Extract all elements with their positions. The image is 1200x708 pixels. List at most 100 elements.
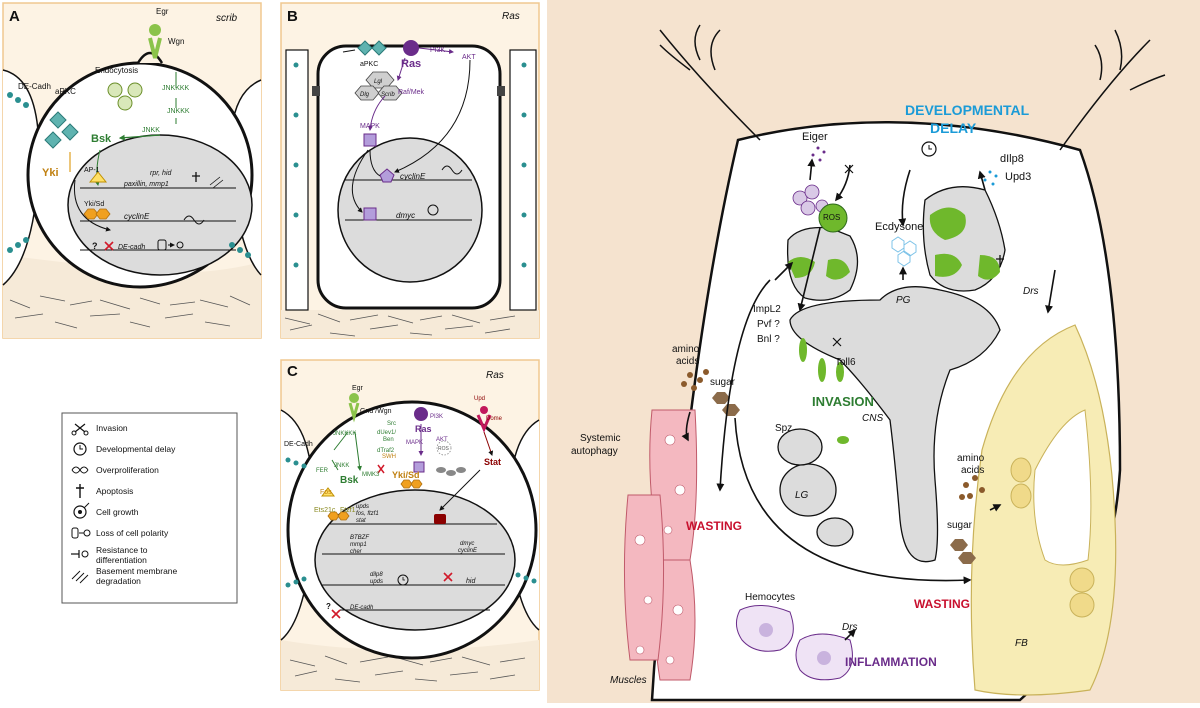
panel-c-mmk3: MMK3 bbox=[362, 472, 380, 478]
panel-a-de-cadh: DE-Cadh bbox=[18, 82, 51, 91]
larva-impl2: ImpL2 bbox=[753, 304, 781, 315]
apoptosis-icon bbox=[192, 172, 200, 182]
panel-b: B Ras aPKC Ras PI3K AKT Lgl Dlg Scrib Ra… bbox=[280, 2, 540, 339]
delay-clock-icon bbox=[921, 141, 937, 157]
panel-c-fer: FER bbox=[316, 468, 329, 474]
panel-c-jnkkkk: JNKKKK bbox=[333, 431, 356, 437]
panel-c-dome: Dome bbox=[486, 416, 503, 422]
dmyc-square-b bbox=[363, 207, 377, 221]
tumor-patches bbox=[788, 207, 1000, 280]
bm-degradation-icon bbox=[209, 176, 224, 189]
larva-dev-delay-2: DELAY bbox=[930, 120, 977, 136]
panel-c-yki-sd: Yki/Sd bbox=[392, 470, 420, 480]
panel-c-fos-ftzf1: fos, ftzf1 bbox=[356, 511, 379, 517]
panel-b-mapk: MAPK bbox=[360, 123, 380, 130]
stat-target-box bbox=[434, 514, 446, 524]
larva-ecdysone: Ecdysone bbox=[875, 221, 923, 233]
larva-eiger: Eiger bbox=[802, 131, 828, 143]
basement-membrane-c bbox=[289, 655, 526, 683]
larva-sugar-2: sugar bbox=[947, 520, 973, 531]
panel-a-question: ? bbox=[92, 241, 98, 251]
scissors-icon bbox=[71, 423, 89, 436]
delay-clock-icon-c bbox=[397, 574, 409, 586]
legend-label: Apoptosis bbox=[96, 486, 133, 496]
panel-c-genotype: Ras bbox=[486, 370, 504, 381]
polarity-icon bbox=[157, 239, 167, 251]
panel-b-letter: B bbox=[287, 8, 298, 25]
panel-b-pi3k: PI3K bbox=[430, 47, 446, 54]
larva-cns: CNS bbox=[862, 413, 883, 424]
panel-c-pi3k: PI3K bbox=[430, 414, 443, 420]
panel-c-cher: cher bbox=[350, 549, 363, 555]
fat-body bbox=[970, 324, 1117, 696]
muscles bbox=[623, 409, 698, 681]
egr-wgn-receptor-a bbox=[148, 24, 162, 59]
larva-pvf: Pvf ? bbox=[757, 319, 780, 330]
panel-c-ftzf1: Ftzf1 bbox=[340, 507, 356, 514]
basement-membrane-b bbox=[284, 313, 516, 337]
panel-c-letter: C bbox=[287, 363, 298, 380]
panel-c-de-cadh: DE-Cadh bbox=[284, 441, 313, 448]
panel-c-ras: Ras bbox=[415, 424, 432, 434]
panel-a-jnkk: JNKK bbox=[142, 127, 160, 134]
panel-c-btbzf: BTBZF bbox=[350, 535, 369, 541]
swh-x-icon bbox=[377, 464, 385, 474]
panel-c-decadh-gene: DE-cadh bbox=[350, 605, 374, 611]
panel-c-gnd-wgn: Gnd /Wgn bbox=[360, 408, 392, 415]
panel-b-lgl: Lgl bbox=[374, 79, 383, 85]
red-x-icon bbox=[104, 241, 114, 251]
panel-c-jnkk: JNKK bbox=[334, 463, 349, 469]
growth-icon-b bbox=[427, 204, 439, 216]
panel-b-cycline: cyclinE bbox=[400, 172, 426, 181]
panel-a-paxillin: paxillin, mmp1 bbox=[123, 181, 169, 188]
yki-sd-hexagons-c bbox=[327, 479, 423, 521]
pentagon-b bbox=[379, 168, 395, 183]
larva-amino-1: amino bbox=[672, 344, 700, 355]
larva-acids-2: acids bbox=[961, 465, 984, 476]
scribble-complex bbox=[354, 71, 403, 101]
panel-a-bsk: Bsk bbox=[91, 133, 112, 145]
larva-dilp8: dIlp8 bbox=[1000, 153, 1024, 165]
hid-x-icon bbox=[443, 572, 453, 582]
panel-c-ros: ROS bbox=[438, 446, 450, 452]
mouth-hooks bbox=[659, 24, 1166, 151]
panel-b-dlg: Dlg bbox=[360, 92, 370, 98]
panel-c-hid: hid bbox=[466, 578, 476, 585]
panel-c-question: ? bbox=[326, 602, 331, 611]
panel-a-yki: Yki bbox=[42, 167, 59, 179]
larva-inflammation: INFLAMMATION bbox=[845, 655, 937, 669]
panel-a-yki-sd: Yki/Sd bbox=[84, 201, 104, 208]
eiger-dots bbox=[811, 146, 826, 162]
overproliferation-icon-b bbox=[441, 165, 463, 175]
panel-a-apkc: aPKC bbox=[55, 87, 76, 96]
dna-icon bbox=[71, 466, 89, 474]
ap1-triangle bbox=[88, 171, 108, 183]
larva-pg: PG bbox=[896, 295, 911, 306]
larva-hemocytes: Hemocytes bbox=[745, 592, 795, 603]
bm-icon bbox=[71, 570, 89, 584]
larva-ros: ROS bbox=[823, 213, 840, 222]
adherens-junctions-b bbox=[293, 62, 527, 268]
resistance-icon bbox=[71, 550, 89, 558]
panel-b-ras: Ras bbox=[401, 58, 421, 70]
panel-a-endocytosis: Endocytosis bbox=[95, 66, 138, 75]
panel-b-dmyc: dmyc bbox=[396, 211, 415, 220]
panel-c-fos: Fos bbox=[320, 489, 332, 496]
larva-wasting-1: WASTING bbox=[686, 519, 742, 533]
panel-a-genotype: scrib bbox=[216, 13, 238, 24]
larva-drs-2: Drs bbox=[842, 622, 858, 633]
panel-c-egr: Egr bbox=[352, 385, 364, 392]
legend-label: Developmental delay bbox=[96, 444, 176, 454]
apoptosis-icon-tumor bbox=[996, 255, 1004, 267]
legend-label: Loss of cell polarity bbox=[96, 528, 169, 538]
apkc-diamonds-b bbox=[357, 40, 387, 56]
larva-lg: LG bbox=[795, 490, 809, 501]
clock-icon bbox=[73, 442, 87, 456]
larva-spz: Spz bbox=[775, 423, 792, 434]
basement-membrane-a bbox=[9, 295, 251, 329]
panel-a-jnkkk: JNKKK bbox=[167, 108, 190, 115]
panel-c-stat-gene: stat bbox=[356, 518, 366, 524]
